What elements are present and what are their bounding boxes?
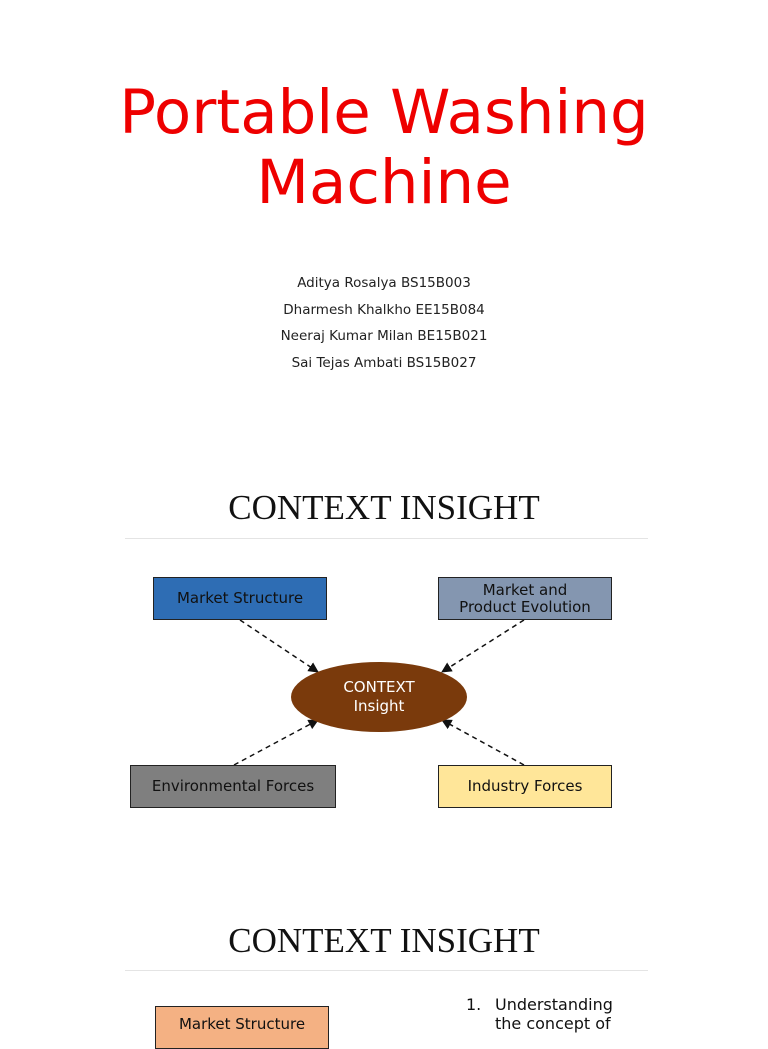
industry-forces-label: Industry Forces — [467, 777, 583, 795]
market-structure-box: Market Structure — [153, 577, 327, 620]
market-product-evolution-box: Market and Product Evolution — [438, 577, 612, 620]
environmental-forces-box: Environmental Forces — [130, 765, 336, 808]
arrow-market-product — [441, 619, 525, 673]
center-label-2: Insight — [353, 697, 405, 715]
connector-arrows — [233, 619, 525, 766]
industry-forces-box: Industry Forces — [438, 765, 612, 808]
author-list: Aditya Rosalya BS15B003 Dharmesh Khalkho… — [0, 270, 768, 376]
title-line-2: Machine — [256, 147, 512, 218]
heading-divider — [125, 538, 648, 539]
insight-list: 1. Understanding the concept of — [466, 995, 635, 1033]
author-4: Sai Tejas Ambati BS15B027 — [291, 354, 477, 371]
arrow-market-structure — [239, 619, 319, 673]
title-line-1: Portable Washing — [119, 77, 649, 148]
list-item-number: 1. — [466, 995, 482, 1014]
author-1: Aditya Rosalya BS15B003 — [297, 275, 471, 291]
slide-heading: CONTEXT INSIGHT — [228, 488, 540, 527]
market-product-label-1: Market and — [482, 580, 568, 599]
author-3: Neeraj Kumar Milan BE15B021 — [280, 328, 488, 344]
environmental-forces-label: Environmental Forces — [151, 777, 315, 795]
list-item: 1. Understanding the concept of — [466, 995, 635, 1033]
market-product-label-2: Product Evolution — [459, 597, 591, 616]
list-item-text: Understanding the concept of — [495, 995, 613, 1033]
arrow-industry-forces — [441, 719, 525, 766]
market-structure-label: Market Structure — [176, 589, 304, 607]
title-slide: Portable Washing Machine Aditya Rosalya … — [0, 0, 768, 430]
author-2: Dharmesh Khalkho EE15B084 — [283, 301, 485, 318]
center-label-1: CONTEXT — [343, 678, 415, 696]
heading-divider-2 — [125, 970, 648, 971]
arrow-environmental-forces — [233, 719, 319, 766]
context-insight-ellipse: CONTEXT Insight — [291, 662, 467, 732]
slide-heading-2: CONTEXT INSIGHT — [228, 921, 540, 960]
market-structure-box-2: Market Structure — [155, 1006, 329, 1049]
presentation-title: Portable Washing Machine — [0, 78, 768, 218]
market-structure-label-2: Market Structure — [178, 1015, 306, 1033]
